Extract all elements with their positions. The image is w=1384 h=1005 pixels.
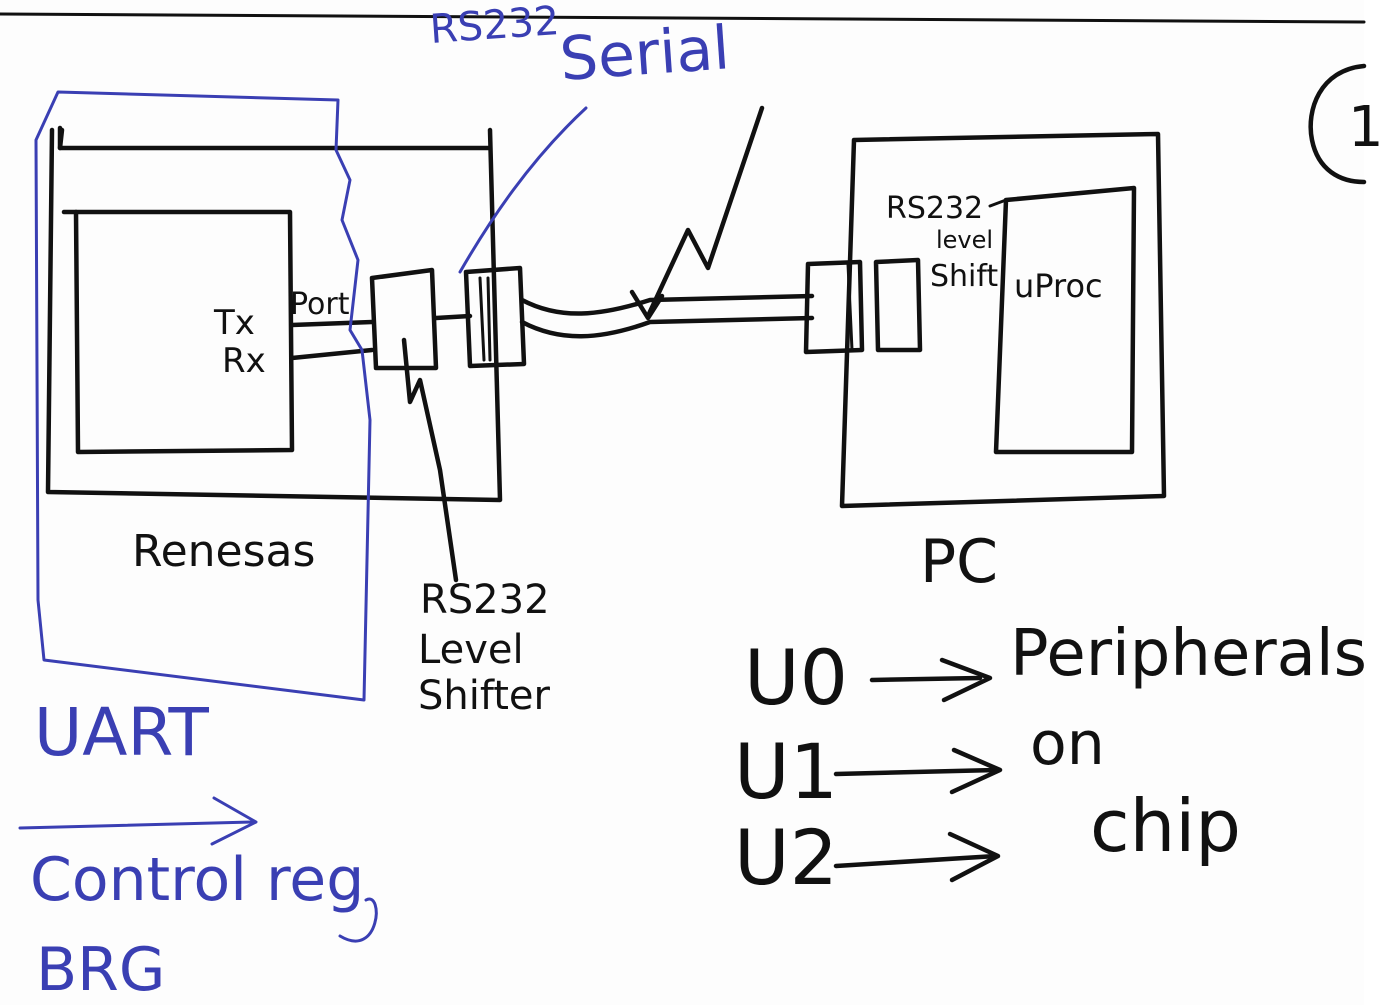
pc-label: PC: [920, 527, 999, 597]
pc-connector-inner: [846, 262, 854, 352]
uart-arrow-line: [18, 820, 254, 830]
shifter-to-connector: [433, 313, 473, 321]
pc-shift-label: Shift: [930, 259, 999, 294]
port-label: Port: [290, 287, 350, 322]
u1-arrowhead: [949, 747, 1003, 795]
uart-arrowhead: [210, 796, 258, 846]
page-number: 1: [1348, 95, 1384, 160]
pc-box: [839, 131, 1167, 509]
pc-level-label: level: [936, 226, 994, 254]
renesas-label: Renesas: [132, 526, 316, 577]
control-reg-note: Control reg: [30, 845, 365, 915]
renesas-board-top: [57, 127, 65, 151]
uproc-label: uProc: [1014, 267, 1103, 305]
cable-bottom: [519, 315, 815, 339]
pc-connector: [803, 259, 865, 355]
uproc-box: [993, 185, 1137, 455]
shifter-rs232-label: RS232: [420, 577, 550, 623]
level-shifter-box: [369, 267, 439, 371]
brg-note: BRG: [36, 935, 166, 1005]
page-top-rule: [0, 12, 1366, 24]
on-note: on: [1030, 709, 1105, 779]
chip-note: chip: [1090, 784, 1241, 868]
serial-leader: [458, 106, 588, 274]
u2-arrowhead: [947, 831, 1001, 883]
mcu-box: [73, 209, 295, 455]
uart-note: UART: [34, 694, 209, 771]
peripherals-note: Peripherals: [1010, 617, 1367, 691]
shifter-level-label: Level: [418, 627, 524, 673]
u2-note: U2: [734, 813, 838, 902]
u1-arrow: [833, 767, 999, 777]
renesas-blue-outline: [34, 90, 372, 702]
u0-arrowhead: [939, 657, 993, 703]
reg-bracket: [338, 897, 378, 943]
pc-rs232-label: RS232: [886, 191, 984, 226]
lightning-arrow: [645, 105, 765, 319]
u0-arrow: [869, 675, 983, 683]
rs232-top-label: RS232: [428, 0, 561, 53]
tx-label: Tx: [214, 303, 255, 343]
serial-label: Serial: [557, 13, 732, 95]
u1-note: U1: [734, 727, 838, 816]
u0-note: U0: [744, 633, 848, 722]
u2-arrow: [833, 853, 999, 869]
level-shifter-leader: [401, 337, 459, 583]
uproc-top-ext: [988, 198, 1008, 208]
rx-label: Rx: [222, 341, 266, 381]
tx-line: [289, 319, 375, 328]
board-connector-inner: [478, 276, 492, 362]
cable-top: [519, 293, 815, 316]
page-number-circle: [1308, 63, 1367, 185]
shifter-shifter-label: Shifter: [418, 673, 550, 719]
lightning-arrowhead: [629, 289, 665, 321]
rx-line: [289, 347, 375, 361]
board-connector: [463, 265, 527, 369]
pc-level-shifter: [873, 257, 923, 353]
